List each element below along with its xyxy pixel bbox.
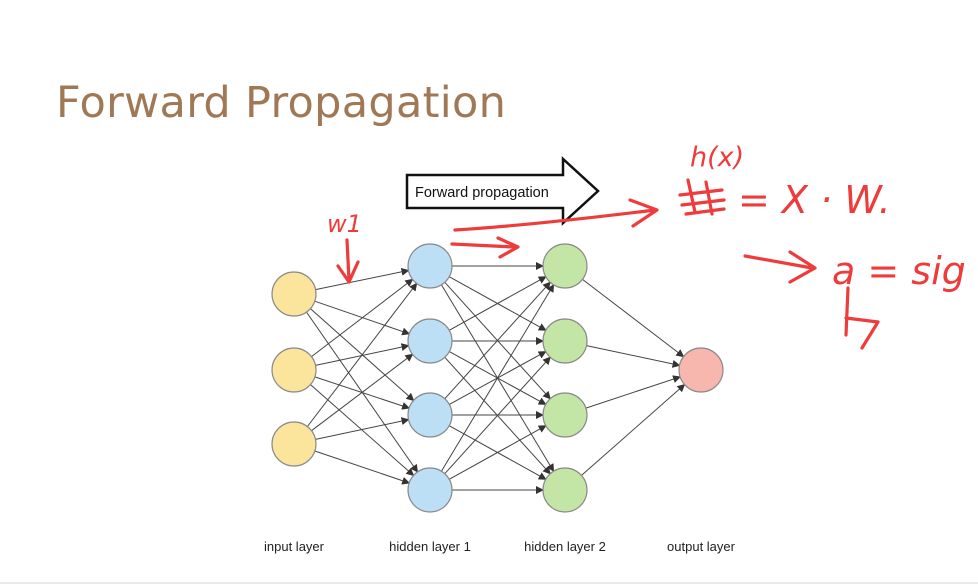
- bottom-divider: [0, 582, 978, 584]
- layer-label: output layer: [667, 539, 735, 554]
- weight-annotation: w1: [327, 210, 362, 238]
- connection-edge: [582, 279, 685, 358]
- node-layer-3: [542, 243, 588, 289]
- equation-annotation: = X · W.: [738, 178, 891, 222]
- weight-down-arrow: [336, 238, 360, 284]
- connection-edge: [315, 417, 410, 440]
- activation-ink-arrow: [743, 250, 817, 284]
- hook-ink-arrow: [844, 286, 880, 350]
- node-layer-2: [407, 467, 453, 513]
- slide-title: Forward Propagation: [56, 78, 507, 128]
- connection-edge: [311, 353, 414, 432]
- connection-edge: [448, 425, 547, 480]
- connection-edge: [307, 282, 418, 427]
- connection-edges: [306, 262, 686, 494]
- forward-ink-arrow: [453, 198, 659, 232]
- hx-annotation: h(x): [690, 142, 744, 173]
- connection-edge: [315, 267, 410, 291]
- node-layer-1: [271, 421, 317, 467]
- connection-edge: [440, 283, 555, 472]
- connection-edge: [444, 356, 551, 475]
- handwritten-annotations: w1 h(x) = X · W. a = sig: [327, 142, 966, 350]
- network-nodes: [271, 243, 724, 513]
- layer-label: hidden layer 1: [389, 539, 471, 554]
- node-layer-3: [542, 392, 588, 438]
- connection-edge: [314, 450, 411, 485]
- layer-label: input layer: [264, 539, 324, 554]
- node-layer-4: [678, 347, 724, 393]
- connection-edge: [586, 345, 681, 368]
- connection-edge: [585, 375, 682, 409]
- node-layer-1: [271, 271, 317, 317]
- forward-propagation-label: Forward propagation: [415, 185, 549, 201]
- node-layer-3: [542, 318, 588, 364]
- activation-annotation: a = sig: [832, 249, 966, 293]
- node-layer-1: [271, 347, 317, 393]
- node-layer-2: [407, 392, 453, 438]
- connection-edge: [581, 383, 686, 476]
- short-ink-arrow: [450, 236, 520, 259]
- node-layer-2: [407, 318, 453, 364]
- connection-edge: [448, 276, 547, 331]
- scribbled-symbol: [678, 178, 726, 216]
- layer-label: hidden layer 2: [524, 539, 606, 554]
- node-layer-3: [542, 467, 588, 513]
- connection-edge: [444, 281, 551, 400]
- connection-edge: [311, 278, 414, 357]
- node-layer-2: [407, 243, 453, 289]
- forward-propagation-arrow: Forward propagation: [405, 156, 600, 226]
